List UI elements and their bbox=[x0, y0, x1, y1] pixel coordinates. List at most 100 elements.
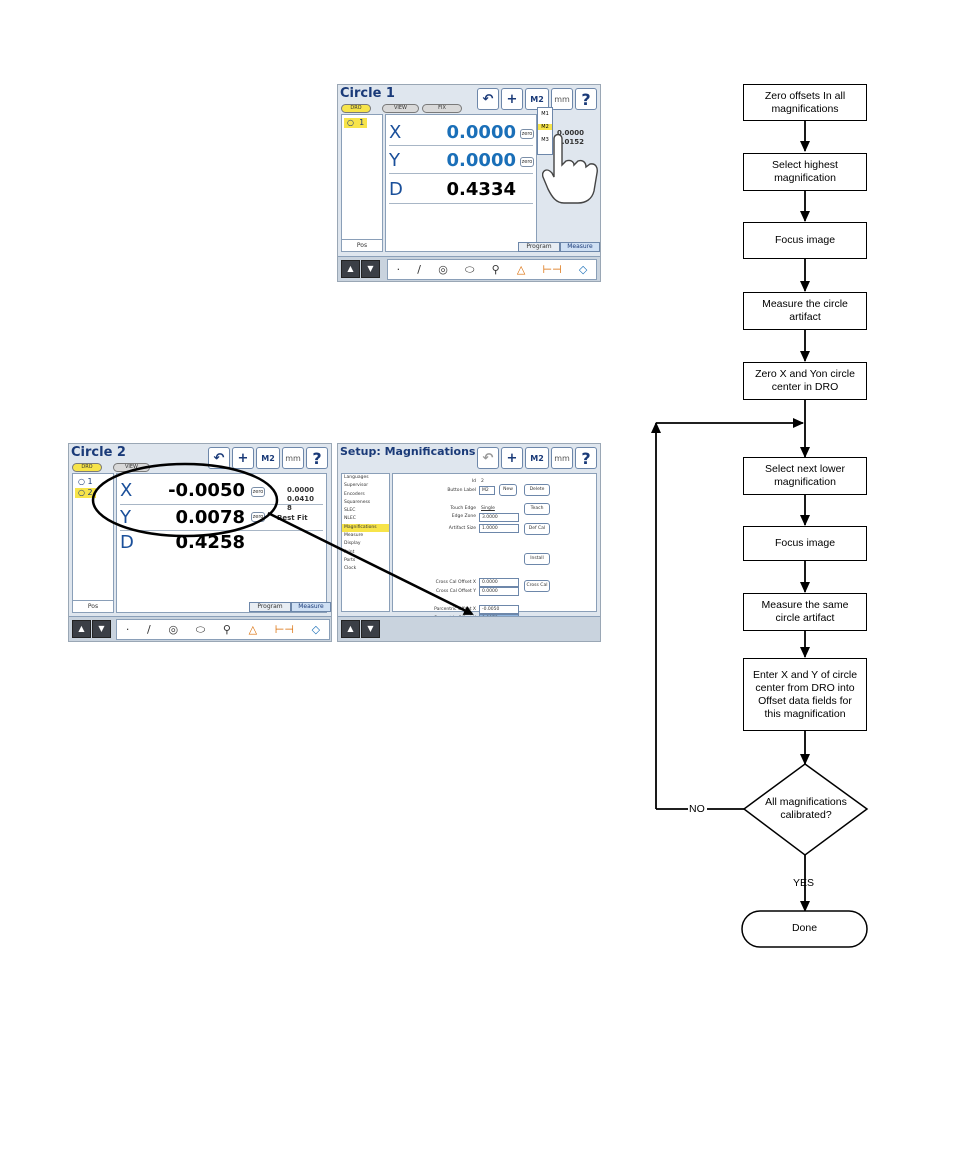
help-button[interactable]: ? bbox=[306, 447, 328, 469]
side-value-1: 0.0000 bbox=[287, 486, 315, 494]
step-select-highest: Select highest magnification bbox=[743, 153, 867, 191]
delete-button[interactable]: Delete bbox=[524, 484, 550, 496]
def-cal-button[interactable]: Def Cal bbox=[524, 523, 550, 535]
units-button[interactable]: mm bbox=[282, 447, 304, 469]
arrow-up-icon[interactable]: ▲ bbox=[341, 620, 360, 638]
yes-label: YES bbox=[793, 877, 815, 889]
probe-icon[interactable]: ◇ bbox=[311, 623, 321, 636]
artifact-size-field[interactable]: 1.0000 bbox=[479, 524, 519, 533]
tab-dro[interactable]: DRO bbox=[72, 463, 102, 472]
step-enter-offsets: Enter X and Y of circle center from DRO … bbox=[743, 658, 867, 731]
install-button[interactable]: Install bbox=[524, 553, 550, 565]
circle-icon[interactable]: ◎ bbox=[168, 623, 179, 636]
line-icon[interactable]: / bbox=[417, 263, 421, 276]
tab-fix[interactable]: FIX bbox=[422, 104, 462, 113]
arrow-down-icon[interactable]: ▼ bbox=[361, 260, 380, 278]
screen-circle-2: Circle 2 ↶ + M2 mm ? DRO VIEW ○ 1 ○ 2 Po… bbox=[68, 443, 332, 642]
button-label-field[interactable]: M2 bbox=[479, 486, 495, 495]
menu-item-languages[interactable]: Languages bbox=[344, 475, 369, 480]
slot-icon[interactable]: ⬭ bbox=[464, 262, 475, 276]
tab-dro[interactable]: DRO bbox=[341, 104, 371, 113]
crosshair-icon[interactable]: + bbox=[232, 447, 254, 469]
undo-icon[interactable]: ↶ bbox=[477, 88, 499, 110]
wrench-icon[interactable]: ⚲ bbox=[491, 263, 500, 276]
undo-icon[interactable]: ↶ bbox=[208, 447, 230, 469]
screen-setup-magnifications: Setup: Magnifications ↶ + M2 mm ? Langua… bbox=[337, 443, 601, 642]
tab-program[interactable]: Program bbox=[249, 602, 291, 612]
zero-x-button[interactable]: zero bbox=[251, 487, 265, 497]
menu-item-clock[interactable]: Clock bbox=[344, 566, 357, 572]
undo-icon[interactable]: ↶ bbox=[477, 447, 499, 469]
tab-measure[interactable]: Measure bbox=[291, 602, 331, 612]
magnification-form: Id 2 Button Label M2 New Delete Touch Ed… bbox=[392, 473, 597, 623]
done-terminal bbox=[741, 910, 868, 948]
wrench-icon[interactable]: ⚲ bbox=[222, 623, 231, 636]
arrow-down-icon[interactable]: ▼ bbox=[92, 620, 111, 638]
screen-title: Setup: Magnifications bbox=[340, 445, 476, 458]
magnification-button[interactable]: M2 bbox=[525, 447, 549, 469]
crosshair-icon[interactable]: + bbox=[501, 88, 523, 110]
done-label: Done bbox=[791, 922, 818, 934]
tab-view[interactable]: VIEW bbox=[382, 104, 419, 113]
mag-option-m2[interactable]: M2 bbox=[538, 124, 552, 130]
menu-item-magnifications[interactable]: Magnifications bbox=[342, 523, 389, 533]
crosshair-icon[interactable]: + bbox=[501, 447, 523, 469]
menu-item-ports[interactable]: Ports bbox=[344, 557, 356, 563]
magnification-button[interactable]: M2 bbox=[525, 88, 549, 110]
list-item[interactable]: ○ 1 bbox=[344, 118, 368, 128]
distance-icon[interactable]: ⊢⊣ bbox=[542, 263, 562, 276]
list-item[interactable]: ○ 1 bbox=[75, 477, 96, 487]
cross-cal-y-field[interactable]: 0.0000 bbox=[479, 587, 519, 596]
new-button[interactable]: New bbox=[499, 484, 517, 496]
list-item[interactable]: ○ 2 bbox=[75, 488, 96, 498]
menu-item-encoders[interactable]: Encoders bbox=[344, 491, 365, 497]
distance-icon[interactable]: ⊢⊣ bbox=[274, 623, 294, 636]
menu-item-slec[interactable]: SLEC bbox=[344, 508, 356, 514]
dro-panel: X -0.0050 Y 0.0078 D 0.4258 zero zero 0.… bbox=[116, 473, 327, 613]
mag-option-m3[interactable]: M3 bbox=[541, 137, 549, 143]
menu-item-squareness[interactable]: Squareness bbox=[344, 499, 371, 505]
list-footer: Pos bbox=[73, 600, 113, 612]
cross-cal-x-field[interactable]: 0.0000 bbox=[479, 578, 519, 587]
axis-y-label: Y bbox=[389, 150, 400, 171]
zero-x-button[interactable]: zero bbox=[520, 129, 534, 139]
point-icon[interactable]: · bbox=[396, 263, 401, 276]
help-button[interactable]: ? bbox=[575, 88, 597, 110]
id-value: 2 bbox=[481, 479, 484, 484]
step-zero-offsets: Zero offsets In all magnifications bbox=[743, 84, 867, 121]
magnification-button[interactable]: M2 bbox=[256, 447, 280, 469]
units-button[interactable]: mm bbox=[551, 88, 573, 110]
tab-measure[interactable]: Measure bbox=[560, 242, 600, 252]
axis-d-value: 0.4334 bbox=[446, 179, 516, 200]
slot-icon[interactable]: ⬭ bbox=[195, 622, 206, 636]
tab-program[interactable]: Program bbox=[518, 242, 560, 252]
arrow-down-icon[interactable]: ▼ bbox=[361, 620, 380, 638]
setup-menu: Languages Supervisor Encoders Squareness… bbox=[341, 473, 390, 612]
arrow-up-icon[interactable]: ▲ bbox=[341, 260, 360, 278]
axis-x-label: X bbox=[389, 122, 402, 143]
cross-cal-button[interactable]: Cross Cal bbox=[524, 580, 550, 592]
point-icon[interactable]: · bbox=[125, 623, 130, 636]
step-measure-artifact: Measure the circle artifact bbox=[743, 292, 867, 330]
mag-option-m1[interactable]: M1 bbox=[541, 111, 549, 117]
arrow-up-icon[interactable]: ▲ bbox=[72, 620, 91, 638]
top-buttons: ↶ + M2 mm ? bbox=[477, 447, 597, 469]
units-button[interactable]: mm bbox=[551, 447, 573, 469]
menu-item-supervisor[interactable]: Supervisor bbox=[344, 483, 369, 489]
probe-icon[interactable]: ◇ bbox=[578, 263, 588, 276]
zero-y-button[interactable]: zero bbox=[520, 157, 534, 167]
menu-item-measure[interactable]: Measure bbox=[344, 533, 364, 539]
step-focus-image-2: Focus image bbox=[743, 526, 867, 561]
circle-icon[interactable]: ◎ bbox=[438, 263, 448, 276]
parcentric-x-field[interactable]: -0.0050 bbox=[479, 605, 519, 614]
line-icon[interactable]: / bbox=[147, 623, 151, 636]
axis-d-label: D bbox=[389, 179, 403, 200]
angle-icon[interactable]: △ bbox=[248, 623, 258, 636]
menu-item-nlec[interactable]: NLEC bbox=[344, 516, 356, 522]
angle-icon[interactable]: △ bbox=[516, 263, 526, 276]
teach-button[interactable]: Teach bbox=[524, 503, 550, 515]
help-button[interactable]: ? bbox=[575, 447, 597, 469]
touch-edge-value[interactable]: Single bbox=[481, 506, 495, 511]
menu-item-display[interactable]: Display bbox=[344, 541, 361, 547]
edge-zone-field[interactable]: 3.0000 bbox=[479, 513, 519, 522]
